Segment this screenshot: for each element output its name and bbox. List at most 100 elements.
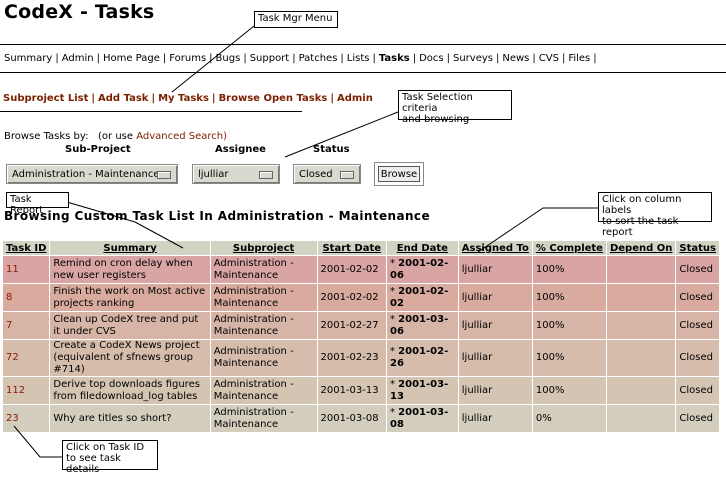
nav-separator: | bbox=[412, 53, 417, 64]
task-id-link[interactable]: 7 bbox=[3, 312, 50, 339]
dropdown-knob-icon bbox=[157, 171, 171, 179]
task-subproject: Administration - Maintenance bbox=[210, 405, 317, 432]
status-select[interactable]: Closed bbox=[293, 164, 361, 184]
task-manager-menu: Subproject List|Add Task|My Tasks|Browse… bbox=[3, 93, 373, 104]
task-menu-add-task[interactable]: Add Task bbox=[98, 93, 149, 104]
column-header-status[interactable]: Status bbox=[676, 241, 719, 255]
task-percent-complete: 100% bbox=[532, 340, 606, 376]
callout-text: Task Selection criteria bbox=[402, 92, 473, 114]
task-start-date: 2001-02-27 bbox=[317, 312, 386, 339]
nav-item-surveys[interactable]: Surveys bbox=[453, 53, 493, 64]
column-header-assigned-to[interactable]: Assigned To bbox=[458, 241, 532, 255]
nav-item-files[interactable]: Files bbox=[568, 53, 591, 64]
column-header-task-id[interactable]: Task ID bbox=[3, 241, 50, 255]
menu-separator: | bbox=[211, 93, 216, 104]
sort-columns-callout: Click on column labels to sort the task … bbox=[598, 192, 712, 238]
nav-item-lists[interactable]: Lists bbox=[346, 53, 370, 64]
nav-separator: | bbox=[55, 53, 59, 64]
column-header-summary[interactable]: Summary bbox=[50, 241, 210, 255]
nav-separator: | bbox=[496, 53, 500, 64]
task-id-callout: Click on Task ID to see task details bbox=[62, 440, 158, 475]
task-percent-complete: 100% bbox=[532, 377, 606, 404]
task-menu-admin[interactable]: Admin bbox=[336, 93, 373, 104]
task-status: Closed bbox=[676, 312, 719, 339]
task-subproject: Administration - Maintenance bbox=[210, 284, 317, 311]
end-date-marker: * bbox=[389, 346, 395, 357]
task-menu-my-tasks[interactable]: My Tasks bbox=[158, 93, 209, 104]
column-header-depend-on[interactable]: Depend On bbox=[606, 241, 676, 255]
callout-text: to see task details bbox=[66, 453, 121, 475]
task-end-date: * 2001-03-13 bbox=[386, 377, 458, 404]
browse-tasks-label: Browse Tasks by: (or use Advanced Search… bbox=[4, 131, 227, 142]
end-date-value: 2001-03-13 bbox=[389, 378, 449, 402]
callout-text: to sort the task report bbox=[602, 216, 679, 238]
nav-item-docs[interactable]: Docs bbox=[419, 53, 444, 64]
task-summary: Derive top downloads figures from filedo… bbox=[50, 377, 210, 404]
task-assignee: ljulliar bbox=[458, 312, 532, 339]
task-id-link[interactable]: 11 bbox=[3, 256, 50, 283]
nav-item-cvs[interactable]: CVS bbox=[538, 53, 559, 64]
task-assignee: ljulliar bbox=[458, 405, 532, 432]
end-date-value: 2001-02-02 bbox=[389, 285, 449, 309]
end-date-marker: * bbox=[389, 257, 395, 269]
task-depend-on bbox=[606, 312, 676, 339]
callout-text: Click on column labels bbox=[602, 194, 682, 216]
task-subproject: Administration - Maintenance bbox=[210, 377, 317, 404]
task-end-date: * 2001-03-06 bbox=[386, 312, 458, 339]
column-header-start-date[interactable]: Start Date bbox=[317, 241, 386, 255]
task-id-link[interactable]: 23 bbox=[3, 405, 50, 432]
end-date-marker: * bbox=[389, 406, 395, 418]
dropdown-knob-icon bbox=[340, 171, 354, 179]
task-end-date: * 2001-03-08 bbox=[386, 405, 458, 432]
nav-item-bugs[interactable]: Bugs bbox=[215, 53, 241, 64]
nav-item-support[interactable]: Support bbox=[249, 53, 290, 64]
subproject-select-value: Administration - Maintenance bbox=[12, 169, 160, 180]
subproject-select[interactable]: Administration - Maintenance bbox=[6, 164, 178, 184]
task-assignee: ljulliar bbox=[458, 340, 532, 376]
header-divider-bottom bbox=[0, 72, 726, 73]
task-end-date: * 2001-02-02 bbox=[386, 284, 458, 311]
column-header-subproject[interactable]: Subproject bbox=[210, 241, 317, 255]
callout-text: Task Report bbox=[10, 194, 44, 216]
nav-separator: | bbox=[593, 53, 597, 64]
menu-separator: | bbox=[91, 93, 96, 104]
nav-item-home-page[interactable]: Home Page bbox=[102, 53, 160, 64]
nav-item-forums[interactable]: Forums bbox=[169, 53, 207, 64]
task-menu-browse-open-tasks[interactable]: Browse Open Tasks bbox=[218, 93, 328, 104]
browse-button[interactable]: Browse bbox=[378, 166, 420, 182]
task-depend-on bbox=[606, 377, 676, 404]
nav-item-tasks[interactable]: Tasks bbox=[378, 53, 410, 64]
task-end-date: * 2001-02-06 bbox=[386, 256, 458, 283]
task-id-link[interactable]: 112 bbox=[3, 377, 50, 404]
nav-item-summary[interactable]: Summary bbox=[4, 53, 53, 64]
advanced-search-link[interactable]: Advanced Search bbox=[136, 131, 224, 142]
browse-prefix: Browse Tasks by: bbox=[4, 131, 89, 142]
task-id-link[interactable]: 8 bbox=[3, 284, 50, 311]
main-nav: Summary|Admin|Home Page|Forums|Bugs|Supp… bbox=[4, 53, 600, 64]
report-title: Browsing Custom Task List In Administrat… bbox=[4, 209, 430, 223]
column-header-end-date[interactable]: End Date bbox=[386, 241, 458, 255]
menu-separator: | bbox=[330, 93, 334, 104]
column-header--complete[interactable]: % Complete bbox=[532, 241, 606, 255]
nav-separator: | bbox=[372, 53, 376, 64]
end-date-value: 2001-03-06 bbox=[389, 313, 449, 337]
nav-item-patches[interactable]: Patches bbox=[298, 53, 338, 64]
task-summary: Why are titles so short? bbox=[50, 405, 210, 432]
nav-item-admin[interactable]: Admin bbox=[61, 53, 94, 64]
task-depend-on bbox=[606, 256, 676, 283]
assignee-select[interactable]: ljulliar bbox=[192, 164, 280, 184]
task-status: Closed bbox=[676, 405, 719, 432]
task-id-link[interactable]: 72 bbox=[3, 340, 50, 376]
nav-item-news[interactable]: News bbox=[502, 53, 530, 64]
end-date-value: 2001-02-06 bbox=[389, 257, 449, 281]
task-depend-on bbox=[606, 405, 676, 432]
task-menu-subproject-list[interactable]: Subproject List bbox=[3, 93, 89, 104]
callout-text: and browsing bbox=[402, 114, 470, 125]
dropdown-knob-icon bbox=[259, 171, 273, 179]
header-divider-top bbox=[0, 44, 726, 45]
